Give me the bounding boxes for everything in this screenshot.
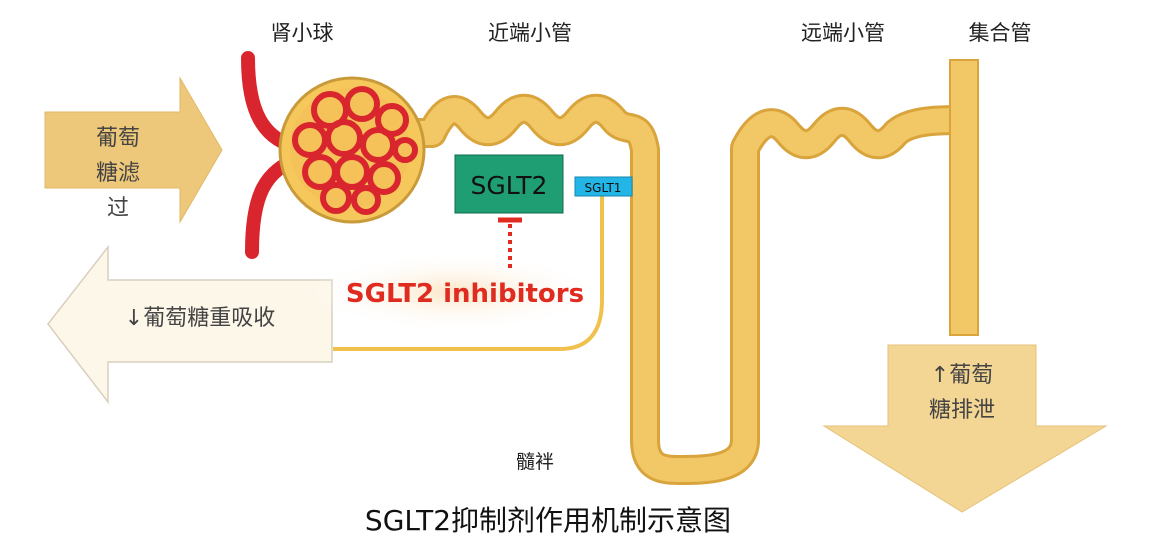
collecting-duct-label: 集合管 — [969, 21, 1032, 45]
distal-tubule-label: 远端小管 — [801, 21, 885, 45]
inhibitor-glow — [305, 252, 605, 332]
collecting-duct — [949, 59, 979, 336]
filtration-label-line2: 糖滤 — [96, 161, 140, 186]
sglt2-box — [454, 154, 564, 214]
reabsorption-pathway — [333, 195, 604, 351]
sglt2-inhibitors-label: SGLT2 inhibitors — [346, 279, 584, 309]
excretion-label-line1: ↑葡萄 — [931, 363, 993, 388]
glomerulus-capsule — [278, 76, 426, 224]
glucose-excretion-arrow — [822, 344, 1108, 513]
reabsorption-label: ↓葡萄糖重吸收 — [125, 306, 275, 331]
nephron-tubule-fill — [396, 96, 974, 482]
proximal-tubule-label: 近端小管 — [488, 21, 572, 45]
glucose-filtration-arrow — [44, 76, 223, 224]
sglt1-box — [574, 176, 633, 197]
figure-caption: SGLT2抑制剂作用机制示意图 — [365, 504, 731, 537]
sglt2-label: SGLT2 — [471, 171, 548, 200]
sglt1-label: SGLT1 — [585, 181, 622, 195]
filtration-label-line1: 葡萄 — [96, 126, 140, 151]
filtration-label-line3: 过 — [107, 196, 129, 221]
glomerulus-label: 肾小球 — [271, 21, 334, 45]
glucose-reabsorption-arrow — [47, 244, 333, 405]
loop-of-henle-label: 髓袢 — [516, 451, 554, 473]
excretion-label-line2: 糖排泄 — [929, 398, 995, 423]
